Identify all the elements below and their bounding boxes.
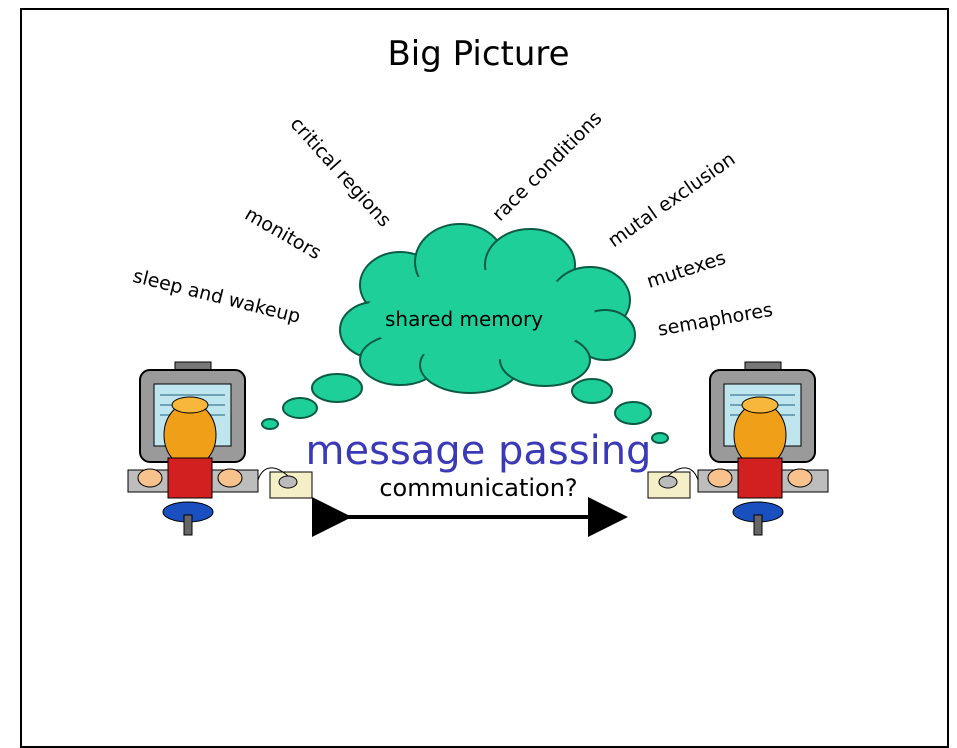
slide-title: Big Picture [387,34,570,74]
shared-memory-cloud [339,223,636,394]
shared-memory-label: shared memory [385,307,544,331]
left-computer-user-icon [127,361,313,536]
right-computer-user-icon [647,361,829,536]
communication-label: communication? [379,474,578,502]
slide: Big Picture [20,8,949,748]
message-passing-label: message passing [305,428,652,474]
thought-bubbles-left [261,373,363,430]
thought-bubbles-right [571,378,669,444]
diagram-graphics [127,223,829,537]
